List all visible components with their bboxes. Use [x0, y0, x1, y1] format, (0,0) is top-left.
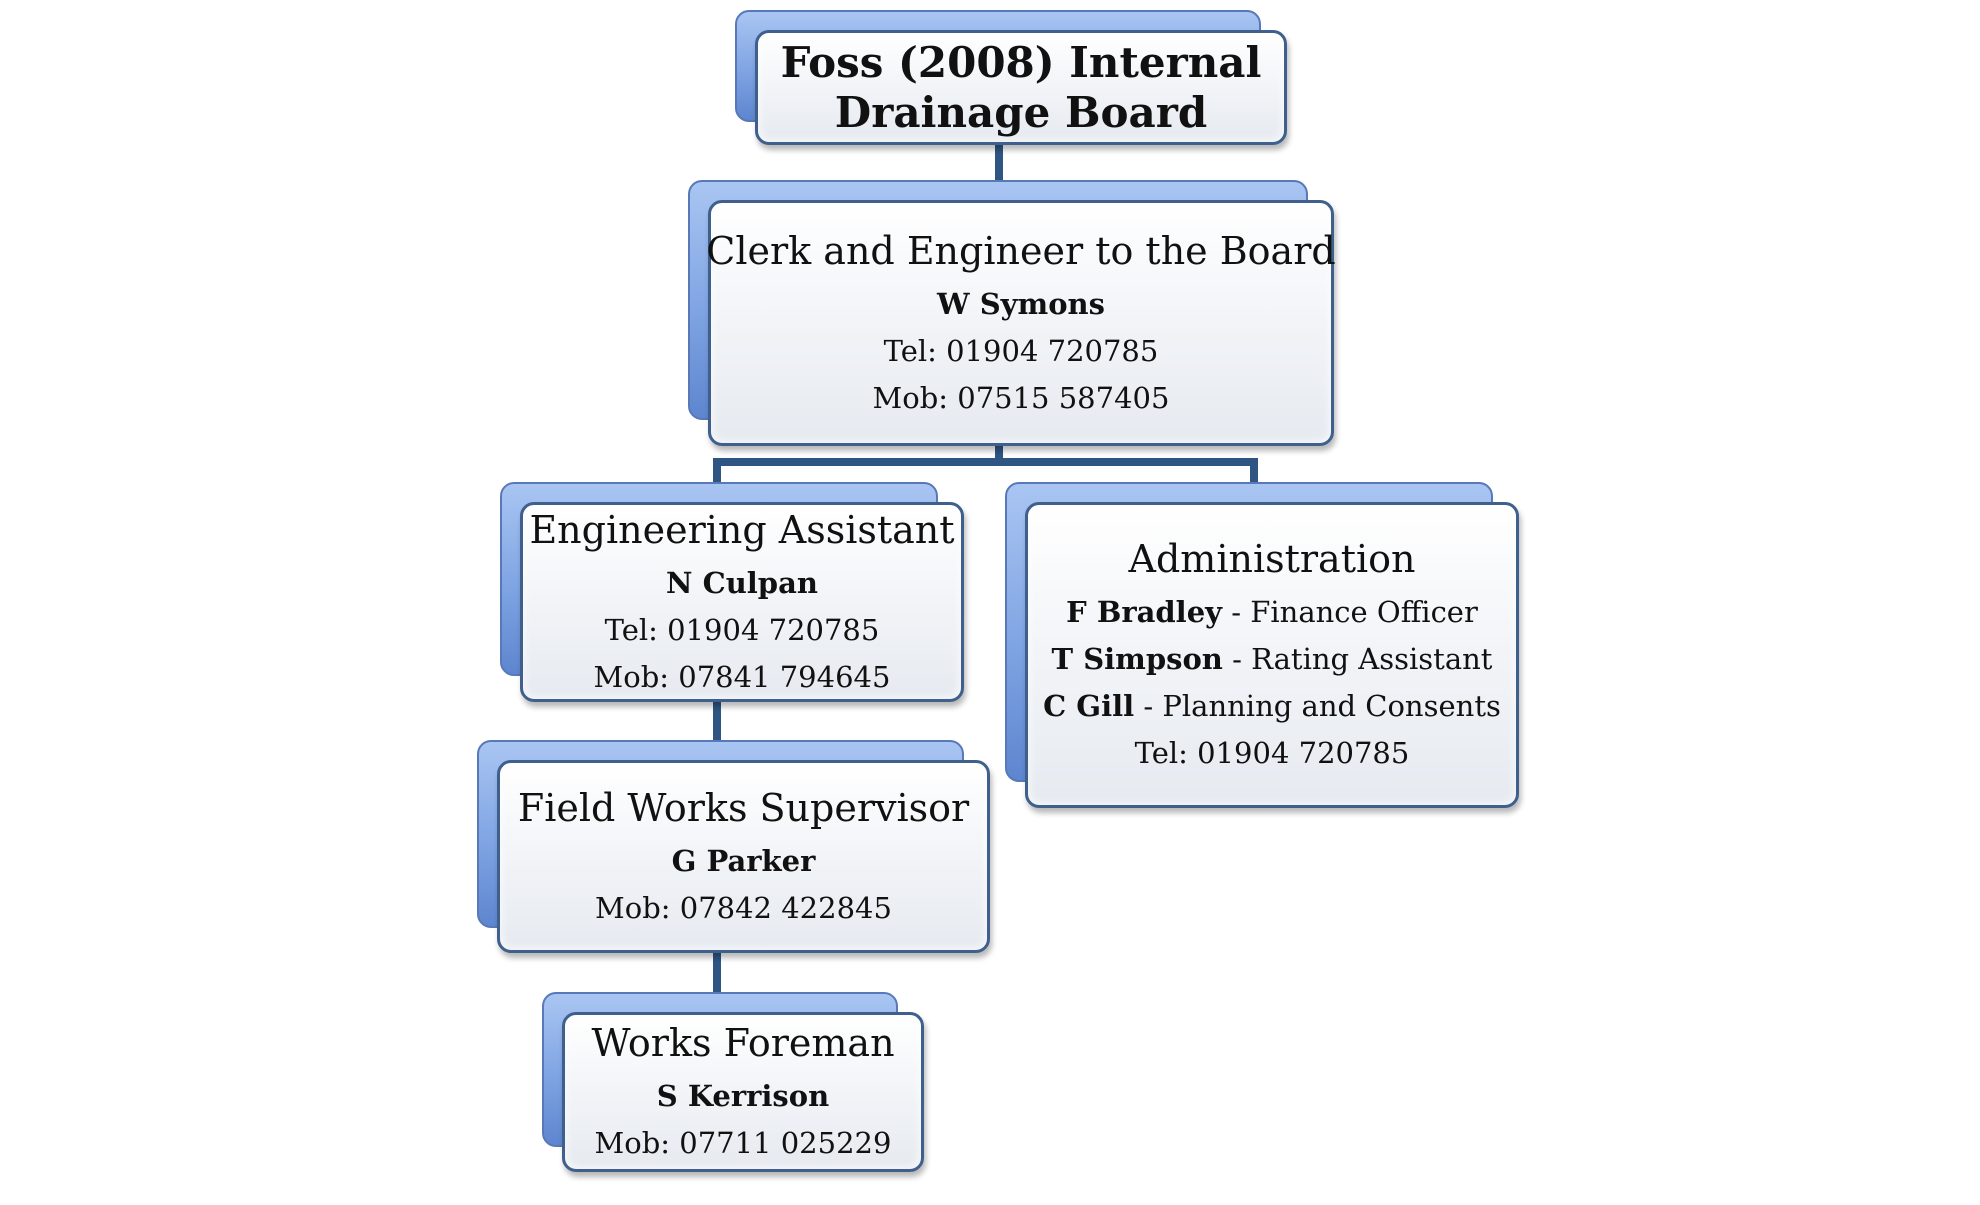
admin-staff-planning-name: C Gill — [1043, 689, 1135, 723]
engineering-assistant-name: N Culpan — [666, 565, 818, 600]
engineering-assistant-role: Engineering Assistant — [529, 507, 955, 552]
admin-staff-planning-position: - Planning and Consents — [1134, 689, 1501, 723]
board-title-line1: Foss (2008) Internal — [780, 37, 1262, 87]
connector-clerk-down — [995, 442, 1003, 462]
clerk-tel: Tel: 01904 720785 — [883, 333, 1159, 368]
admin-staff-planning: C Gill - Planning and Consents — [1043, 683, 1501, 730]
field-works-supervisor-card: Field Works Supervisor G Parker Mob: 078… — [497, 760, 990, 953]
admin-staff-rating-position: - Rating Assistant — [1222, 642, 1493, 676]
clerk-card: Clerk and Engineer to the Board W Symons… — [706, 200, 1336, 446]
field-works-supervisor-mob: Mob: 07842 422845 — [595, 890, 892, 925]
board-card: Foss (2008) Internal Drainage Board — [755, 30, 1287, 145]
field-works-supervisor-name: G Parker — [671, 843, 816, 878]
clerk-node: Clerk and Engineer to the Board W Symons… — [688, 180, 1336, 448]
administration-tel: Tel: 01904 720785 — [1134, 736, 1410, 770]
engineering-assistant-mob: Mob: 07841 794645 — [593, 659, 891, 694]
works-foreman-name: S Kerrison — [656, 1079, 830, 1113]
engineering-assistant-card: Engineering Assistant N Culpan Tel: 0190… — [520, 502, 964, 702]
board-node: Foss (2008) Internal Drainage Board — [735, 10, 1287, 145]
clerk-role: Clerk and Engineer to the Board — [706, 228, 1336, 273]
admin-staff-finance: F Bradley - Finance Officer — [1066, 589, 1478, 636]
connector-board-to-clerk — [995, 140, 1003, 202]
connector-branch-horizontal — [713, 458, 1258, 466]
works-foreman-card: Works Foreman S Kerrison Mob: 07711 0252… — [562, 1012, 924, 1172]
administration-role: Administration — [1128, 537, 1416, 581]
administration-card: Administration F Bradley - Finance Offic… — [1025, 502, 1519, 808]
administration-node: Administration F Bradley - Finance Offic… — [1005, 482, 1519, 810]
clerk-name: W Symons — [937, 286, 1105, 321]
engineering-assistant-node: Engineering Assistant N Culpan Tel: 0190… — [500, 482, 964, 704]
field-works-supervisor-node: Field Works Supervisor G Parker Mob: 078… — [477, 740, 990, 955]
admin-staff-finance-position: - Finance Officer — [1222, 595, 1478, 629]
connector-supervisor-to-foreman — [713, 950, 721, 1010]
connector-assistant-to-supervisor — [713, 698, 721, 758]
works-foreman-role: Works Foreman — [591, 1021, 895, 1065]
works-foreman-node: Works Foreman S Kerrison Mob: 07711 0252… — [542, 992, 924, 1174]
admin-staff-rating: T Simpson - Rating Assistant — [1052, 636, 1493, 683]
engineering-assistant-tel: Tel: 01904 720785 — [604, 612, 880, 647]
admin-staff-rating-name: T Simpson — [1051, 642, 1223, 676]
admin-staff-finance-name: F Bradley — [1066, 595, 1223, 629]
board-title-line2: Drainage Board — [834, 87, 1208, 137]
clerk-mob: Mob: 07515 587405 — [872, 380, 1170, 415]
works-foreman-mob: Mob: 07711 025229 — [594, 1126, 892, 1160]
field-works-supervisor-role: Field Works Supervisor — [517, 785, 970, 830]
